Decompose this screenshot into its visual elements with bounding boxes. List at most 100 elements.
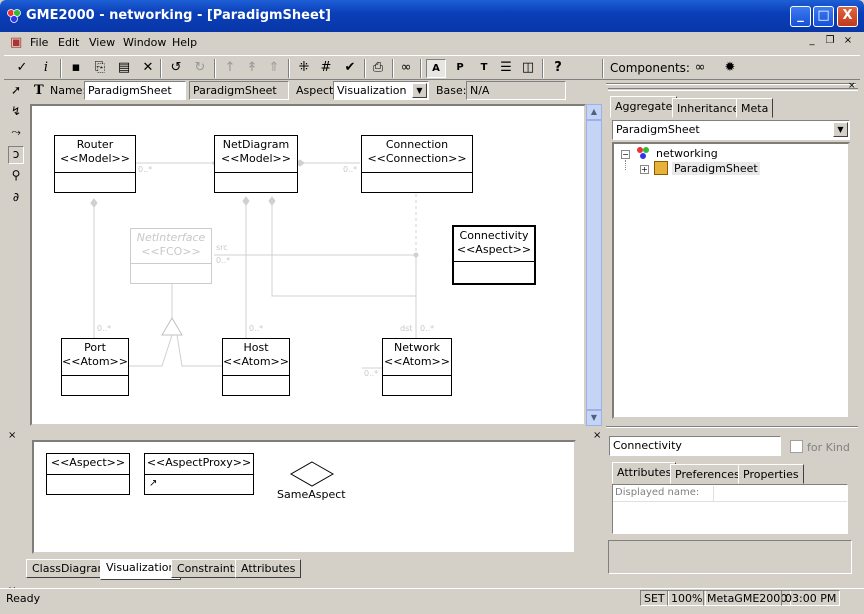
netdiagram-stereotype: <<Model>> — [221, 152, 291, 165]
diagram-canvas[interactable]: 0..* 0..* src 0..* 0..* 0..* dst 0..* 0.… — [30, 104, 586, 426]
components-gear-icon[interactable]: ✹ — [724, 60, 736, 75]
maximize-button[interactable]: □ — [813, 6, 834, 27]
same-aspect-diamond[interactable] — [290, 461, 334, 487]
copy-icon[interactable]: ⎘ — [94, 60, 106, 75]
router-model-box[interactable]: Router <<Model>> — [54, 135, 136, 193]
tree-item-networking[interactable]: networking — [656, 147, 718, 160]
box-divider — [454, 261, 534, 262]
status-text: Ready — [6, 592, 41, 605]
mode-a-icon[interactable]: A — [426, 59, 446, 78]
containment-diamond — [268, 196, 276, 206]
check-all-icon[interactable]: ✔ — [344, 60, 356, 75]
scroll-thumb[interactable] — [586, 120, 602, 410]
undo-icon[interactable]: ↺ — [170, 60, 182, 75]
model-tree[interactable]: − networking + ParadigmSheet — [612, 142, 850, 419]
menu-edit[interactable]: Edit — [58, 36, 80, 49]
part-aspect-proxy[interactable]: <<AspectProxy>> ↗ — [144, 453, 254, 495]
hbar-icon[interactable]: ☰ — [500, 60, 512, 75]
menu-window[interactable]: Window — [123, 36, 167, 49]
parent-up3-icon[interactable]: ⇑ — [268, 60, 280, 75]
binoculars-icon[interactable]: ∞ — [400, 60, 412, 75]
paste-icon[interactable]: ▤ — [117, 60, 131, 75]
delete-icon[interactable]: ✕ — [142, 60, 154, 75]
canvas-vertical-scrollbar[interactable]: ▲ ▼ — [586, 104, 602, 426]
connect-icon[interactable]: ↯ — [10, 104, 22, 118]
menu-file[interactable]: File — [30, 36, 49, 49]
name-field[interactable]: ParadigmSheet — [84, 81, 186, 100]
mdi-close-button[interactable]: × — [843, 35, 853, 46]
tab-attributes[interactable]: Attributes — [235, 559, 302, 578]
help-icon[interactable]: ? — [554, 60, 562, 75]
pointer-icon[interactable]: ➚ — [10, 83, 22, 97]
for-kind-checkbox[interactable] — [790, 440, 803, 453]
tree-line — [625, 160, 626, 170]
port-atom-box[interactable]: Port <<Atom>> — [61, 338, 129, 396]
tab-inheritance[interactable]: Inheritance — [672, 98, 745, 118]
aspect-select[interactable]: Visualization ▼ — [333, 81, 429, 100]
tab-visualization[interactable]: Visualization — [100, 559, 182, 580]
close-pane-icon[interactable]: × — [8, 430, 17, 441]
object-name-field[interactable]: Connectivity — [609, 436, 781, 456]
parent-up2-icon[interactable]: ↟ — [246, 60, 258, 75]
toolbar-separator — [288, 59, 290, 78]
components-binoculars-icon[interactable]: ∞ — [694, 60, 706, 75]
netdiagram-name: NetDiagram — [222, 138, 290, 151]
host-inherit-line — [176, 334, 222, 367]
tab-properties[interactable]: Properties — [738, 464, 804, 484]
expand-icon[interactable]: + — [640, 165, 649, 174]
status-paradigm: MetaGME2000 — [703, 590, 792, 606]
connectivity-aspect-box[interactable]: Connectivity <<Aspect>> — [452, 225, 536, 285]
chevron-down-icon[interactable]: ▼ — [412, 83, 427, 98]
displayed-name-input[interactable] — [713, 486, 845, 501]
app-icon[interactable] — [6, 8, 22, 24]
menu-help[interactable]: Help — [172, 36, 198, 49]
tab-attributes-inspector[interactable]: Attributes — [612, 462, 677, 484]
visualize-icon[interactable]: ∂ — [12, 190, 20, 204]
status-mode: SET — [640, 590, 669, 606]
netinterface-fco-box[interactable]: NetInterface <<FCO>> — [130, 228, 212, 284]
tree-item-paradigmsheet[interactable]: ParadigmSheet — [672, 162, 760, 175]
tab-constraints[interactable]: Constraints — [171, 559, 246, 578]
close-pane-icon[interactable]: × — [593, 430, 602, 441]
close-button[interactable]: X — [837, 6, 858, 27]
box-divider — [383, 375, 451, 376]
part-aspect[interactable]: <<Aspect>> — [46, 453, 130, 495]
menu-view[interactable]: View — [89, 36, 116, 49]
for-kind-label: for Kind — [807, 441, 850, 454]
connection-box[interactable]: Connection <<Connection>> — [361, 135, 473, 193]
mode-t-icon[interactable]: T — [480, 62, 488, 73]
tab-preferences[interactable]: Preferences — [670, 464, 745, 484]
set-mode-icon[interactable]: ↄ — [8, 146, 24, 164]
mode-p-icon[interactable]: P — [456, 62, 464, 73]
host-atom-box[interactable]: Host <<Atom>> — [222, 338, 290, 396]
tab-classdiagram[interactable]: ClassDiagram — [26, 559, 115, 578]
text-tool-icon[interactable]: T — [34, 83, 44, 98]
check-icon[interactable]: ✓ — [16, 60, 28, 75]
close-panel-icon[interactable]: × — [848, 81, 856, 91]
toolbar: ✓ i ▪ ⎘ ▤ ✕ ↺ ↻ ↑ ↟ ⇑ ⁜ # ✔ ⎙ ∞ A P T ☰ … — [4, 55, 860, 80]
redo-icon[interactable]: ↻ — [194, 60, 206, 75]
mdi-restore-button[interactable]: ❐ — [825, 35, 835, 46]
browser-filter-select[interactable]: ParadigmSheet ▼ — [612, 120, 850, 140]
chevron-down-icon[interactable]: ▼ — [833, 122, 848, 137]
grid-icon[interactable]: ⁜ — [298, 60, 310, 75]
scroll-up-icon[interactable]: ▲ — [586, 104, 602, 120]
netdiagram-model-box[interactable]: NetDiagram <<Model>> — [214, 135, 298, 193]
document-icon[interactable]: ▣ — [10, 35, 23, 50]
hash-icon[interactable]: # — [320, 60, 332, 75]
print-icon[interactable]: ⎙ — [372, 60, 384, 75]
minimize-button[interactable]: _ — [790, 6, 811, 27]
name-label: Name: — [50, 84, 87, 97]
save-icon[interactable]: ▪ — [71, 60, 81, 75]
tab-meta[interactable]: Meta — [736, 98, 774, 118]
network-atom-box[interactable]: Network <<Atom>> — [382, 338, 452, 396]
parent-up-icon[interactable]: ↑ — [224, 60, 236, 75]
zoom-icon[interactable]: ⚲ — [11, 168, 21, 182]
window-icon[interactable]: ◫ — [521, 60, 535, 75]
disconnect-icon[interactable]: ⤳ — [11, 125, 21, 139]
scroll-down-icon[interactable]: ▼ — [586, 410, 602, 426]
mdi-minimize-button[interactable]: _ — [809, 35, 815, 46]
collapse-icon[interactable]: − — [621, 150, 630, 159]
tab-aggregate[interactable]: Aggregate — [610, 96, 678, 118]
info-icon[interactable]: i — [43, 60, 49, 75]
